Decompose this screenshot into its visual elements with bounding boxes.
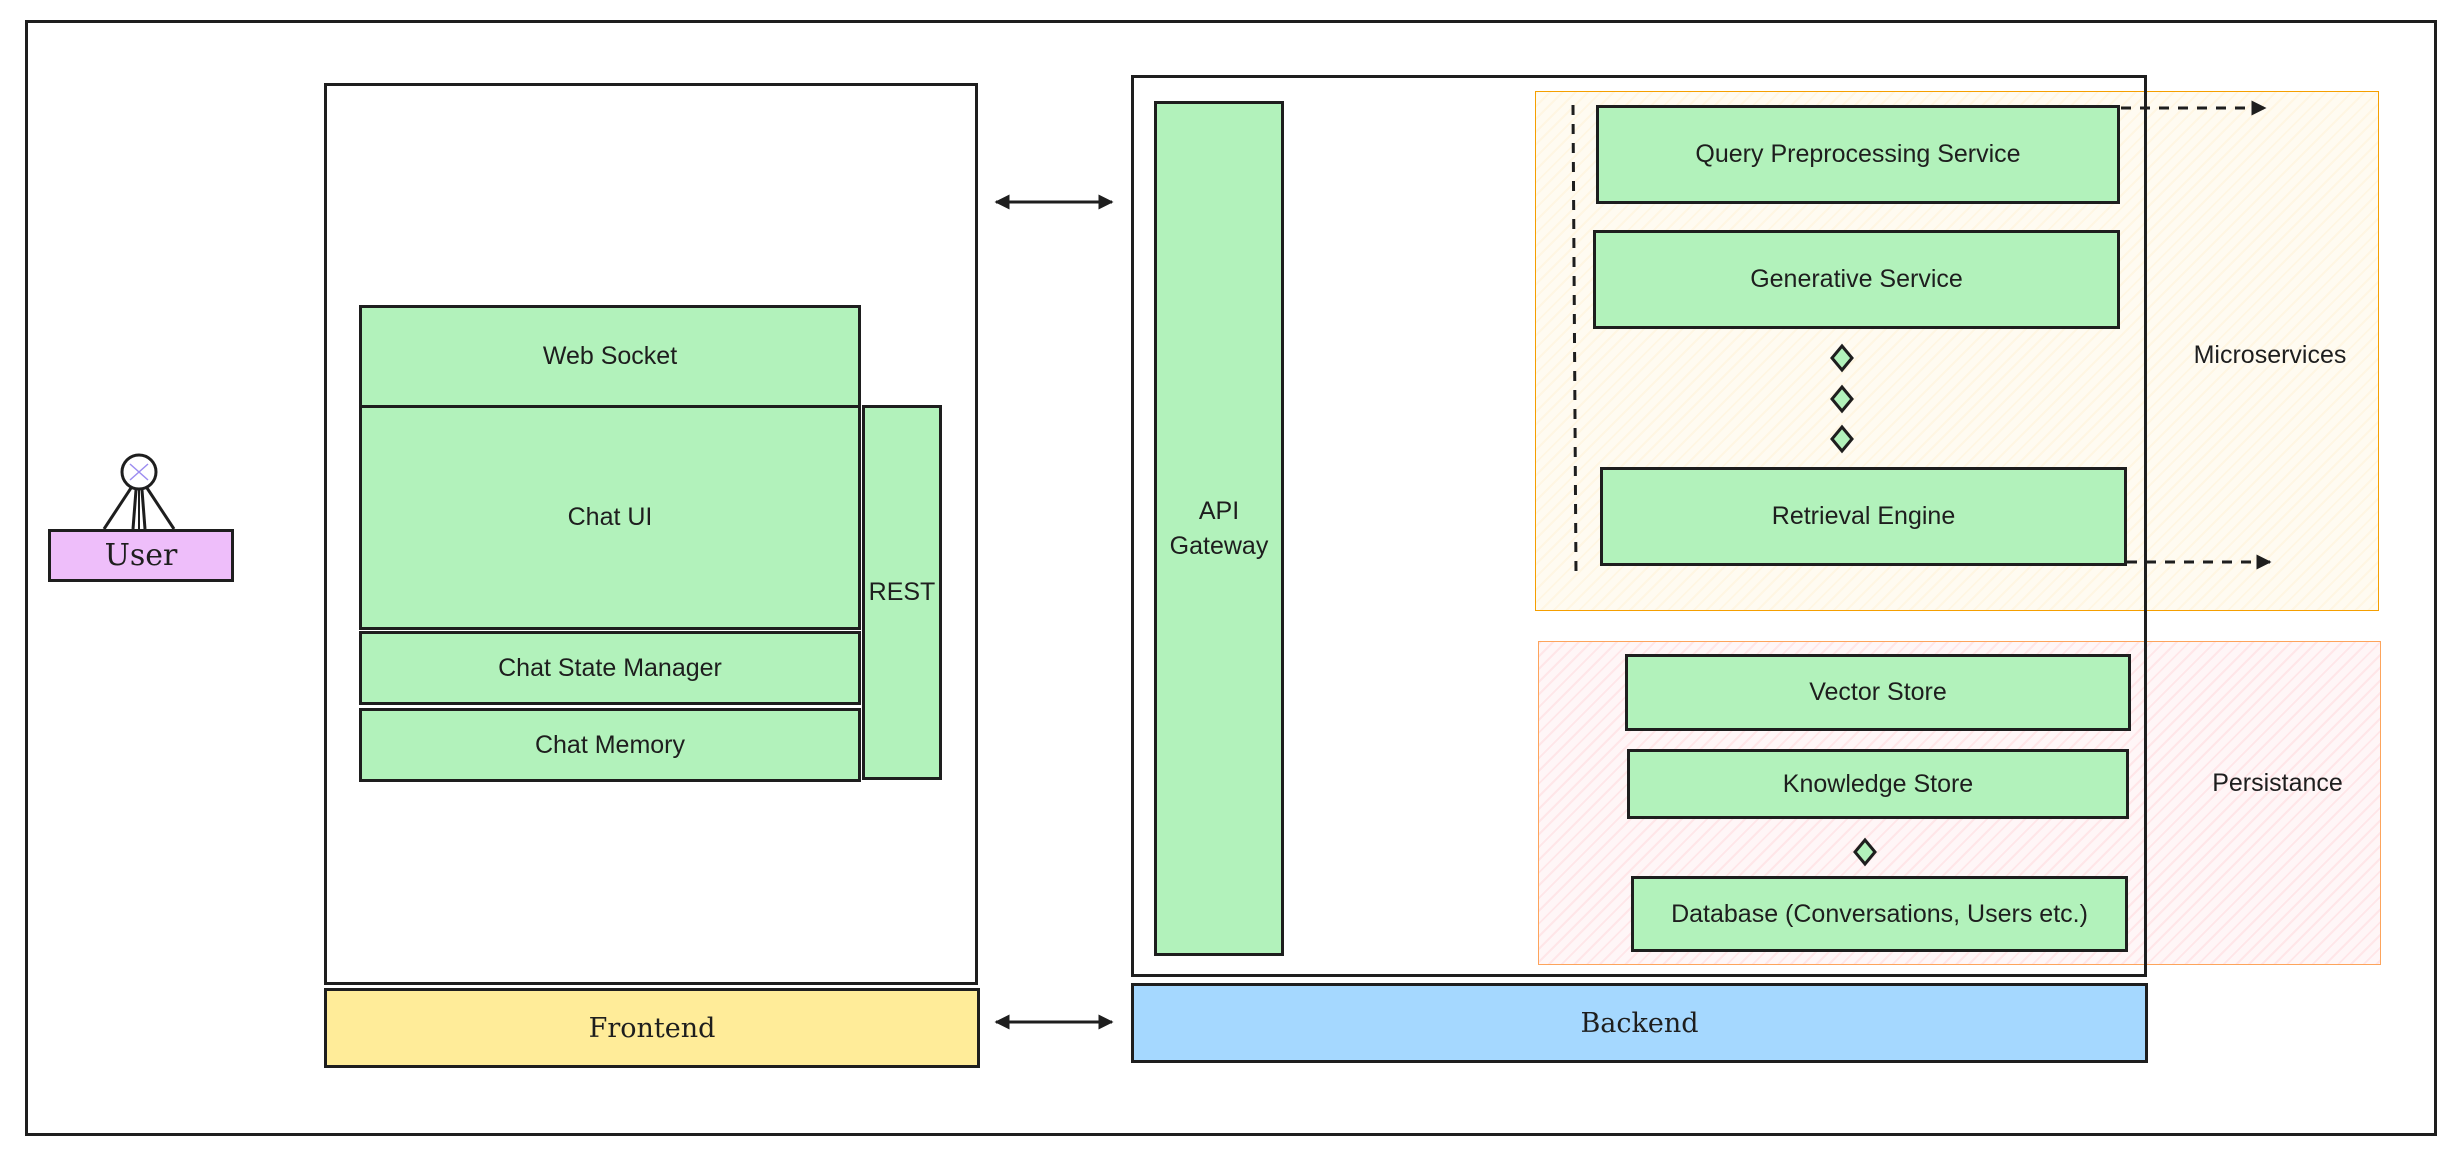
backend-label-box: Backend bbox=[1131, 983, 2148, 1063]
microservices-label: Microservices bbox=[2193, 340, 2347, 369]
retrieval-engine-box: Retrieval Engine bbox=[1600, 467, 2127, 566]
user-icon bbox=[102, 453, 176, 530]
backend-container bbox=[1131, 75, 2147, 977]
frontend-label-box: Frontend bbox=[324, 988, 980, 1068]
rest-box: REST bbox=[862, 405, 942, 780]
chat-memory-box: Chat Memory bbox=[359, 708, 861, 782]
database-box: Database (Conversations, Users etc.) bbox=[1631, 876, 2128, 952]
microservices-dashed-line bbox=[1571, 104, 1578, 576]
frontend-label: Frontend bbox=[588, 1012, 716, 1044]
backend-label: Backend bbox=[1580, 1007, 1699, 1039]
user-label: User bbox=[104, 538, 178, 573]
persistence-label: Persistance bbox=[2212, 768, 2343, 797]
ellipsis-diamond bbox=[1830, 424, 1854, 454]
query-preprocessing-service-box: Query Preprocessing Service bbox=[1596, 105, 2120, 204]
generative-service-box: Generative Service bbox=[1593, 230, 2120, 329]
ellipsis-diamond bbox=[1830, 343, 1854, 373]
ellipsis-diamond bbox=[1853, 837, 1877, 867]
knowledge-store-box: Knowledge Store bbox=[1627, 749, 2129, 819]
chat-state-manager-box: Chat State Manager bbox=[359, 631, 861, 705]
chat-ui-box: Chat UI bbox=[359, 405, 861, 630]
api-gateway-box: API Gateway bbox=[1154, 101, 1284, 956]
user-label-box: User bbox=[48, 529, 234, 582]
vector-store-box: Vector Store bbox=[1625, 654, 2131, 731]
ellipsis-diamond bbox=[1830, 384, 1854, 414]
api-gateway-label: API Gateway bbox=[1169, 496, 1269, 560]
frontend-container bbox=[324, 83, 978, 985]
web-socket-box: Web Socket bbox=[359, 305, 861, 408]
